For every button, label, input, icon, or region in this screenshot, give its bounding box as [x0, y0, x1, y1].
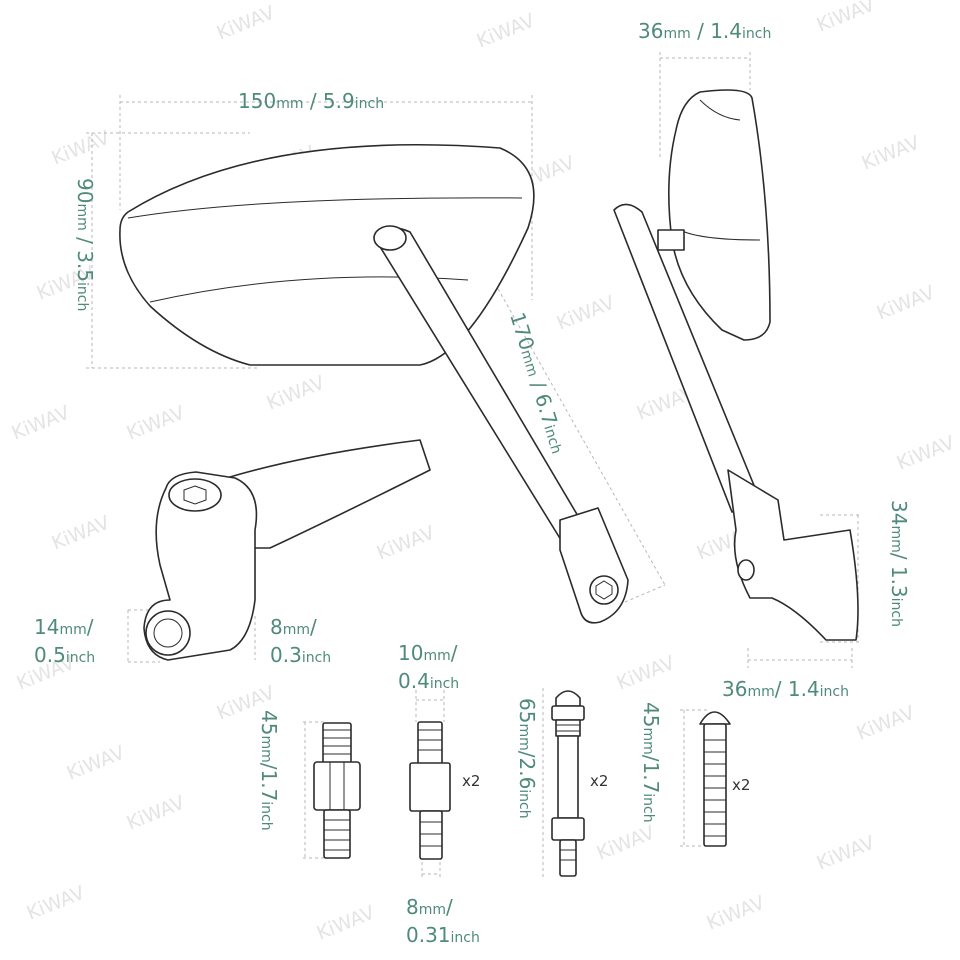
watermark: KiWAV	[854, 702, 918, 745]
clamp-depth-dimension-label: 36mm/ 1.4inch	[722, 677, 849, 701]
watermark: KiWAV	[704, 892, 768, 935]
long-bolt	[699, 711, 731, 847]
watermark: KiWAV	[264, 372, 328, 415]
watermark: KiWAV	[314, 902, 378, 945]
watermark: KiWAV	[374, 522, 438, 565]
adapter-bolt	[313, 722, 361, 859]
clamp-height-dimension-label: 34mm/ 1.3inch	[887, 500, 911, 627]
side-clamp	[727, 469, 859, 641]
watermark: KiWAV	[49, 127, 113, 170]
adapter-length-dimension-label: 45mm/1.7inch	[257, 710, 281, 831]
watermark: KiWAV	[859, 132, 923, 175]
mirror-stem	[373, 225, 629, 624]
hex-bolt	[589, 575, 619, 605]
watermark-layer: KiWAV KiWAV KiWAV KiWAV KiWAV KiWAV KiWA…	[9, 0, 958, 945]
adapter-hex-body	[409, 762, 451, 812]
side-mirror-head	[668, 89, 771, 341]
height-dimension-label: 90mm / 3.5inch	[73, 178, 97, 311]
side-stem-rod	[613, 203, 761, 513]
mirror-side-view	[613, 89, 859, 641]
watermark: KiWAV	[594, 822, 658, 865]
mirror-head	[119, 144, 535, 366]
clamp-arm	[219, 439, 431, 549]
thread-diameter-dimension-label: 8mm/ 0.31inch	[406, 895, 480, 947]
watermark: KiWAV	[814, 0, 878, 37]
spacer-tube	[557, 735, 579, 819]
watermark: KiWAV	[24, 882, 88, 925]
clamp-bolt-head	[168, 478, 222, 512]
adapter-hex-nut	[313, 761, 361, 811]
mirror-front-view	[119, 144, 535, 366]
watermark: KiWAV	[49, 512, 113, 555]
adapter-hex	[409, 721, 451, 860]
mirror-depth-dimension-label: 36mm / 1.4inch	[638, 19, 771, 43]
watermark: KiWAV	[124, 402, 188, 445]
width-dimension-label: 150mm / 5.9inch	[238, 89, 384, 113]
ball-joint	[657, 229, 685, 251]
clamp-hole	[145, 610, 191, 656]
bolt-length-dimension-label: 45mm/1.7inch	[639, 702, 663, 823]
watermark: KiWAV	[214, 2, 278, 45]
watermark: KiWAV	[814, 832, 878, 875]
watermark: KiWAV	[874, 282, 938, 325]
hole-diameter-dimension-label: 14mm/ 0.5inch	[34, 615, 99, 667]
stem-sleeve	[559, 507, 629, 624]
bolt-quantity: x2	[732, 776, 750, 794]
watermark: KiWAV	[124, 792, 188, 835]
watermark: KiWAV	[894, 432, 958, 475]
arm-width-dimension-label: 8mm/ 0.3inch	[270, 615, 331, 667]
watermark: KiWAV	[9, 402, 73, 445]
watermark: KiWAV	[474, 10, 538, 53]
spacer-stack	[551, 690, 585, 877]
adapter-quantity: x2	[462, 772, 480, 790]
watermark: KiWAV	[554, 292, 618, 335]
watermark: KiWAV	[64, 742, 128, 785]
spacer-length-dimension-label: 65mm/2.6inch	[515, 698, 539, 819]
spacer-quantity: x2	[590, 772, 608, 790]
bolt-shaft	[703, 723, 727, 847]
watermark: KiWAV	[614, 652, 678, 695]
adapter-hex-dimension-label: 10mm/ 0.4inch	[398, 641, 463, 693]
bolt-head	[699, 711, 731, 725]
mount-clamp	[143, 439, 431, 661]
